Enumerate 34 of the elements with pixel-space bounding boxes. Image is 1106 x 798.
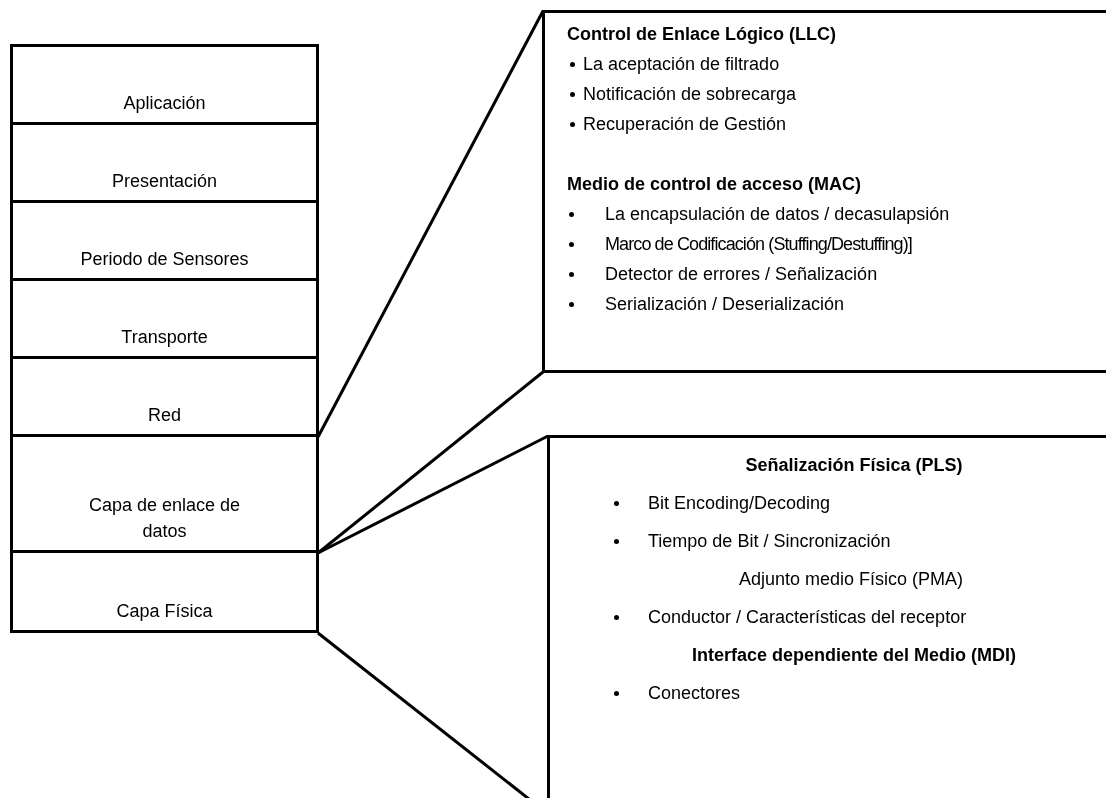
layer-label: Red: [148, 404, 181, 427]
section-heading: Medio de control de acceso (MAC): [567, 173, 863, 196]
layer-box: [10, 359, 319, 437]
list-item: Bit Encoding/Decoding: [648, 492, 832, 514]
section-heading: Señalización Física (PLS): [744, 454, 964, 477]
layer-box: [10, 203, 319, 281]
layer-label: Aplicación: [123, 92, 206, 115]
sublayer-heading: Adjunto medio Físico (PMA): [738, 568, 965, 591]
layer-label: Capa Física: [116, 600, 213, 623]
layer-label: Presentación: [111, 170, 218, 193]
connector-line: [317, 434, 549, 555]
layer-box: [10, 125, 319, 203]
section-heading: Control de Enlace Lógico (LLC): [567, 23, 837, 46]
list-item: La aceptación de filtrado: [583, 53, 781, 76]
list-item: Notificación de sobrecarga: [583, 83, 798, 106]
list-item: Recuperación de Gestión: [583, 113, 788, 136]
layer-label: Periodo de Sensores: [80, 248, 249, 271]
layer-label: Transporte: [121, 326, 208, 349]
list-item: La encapsulación de datos / decasulapsión: [605, 203, 951, 226]
list-item: Detector de errores / Señalización: [605, 263, 879, 286]
layer-box: [10, 553, 319, 633]
list-item: Serialización / Deserialización: [605, 293, 846, 316]
list-item: Conductor / Características del receptor: [648, 606, 968, 628]
detail-box: [547, 435, 1106, 798]
detail-box: [542, 10, 1106, 373]
layer-box: [10, 44, 319, 125]
layer-box: [10, 281, 319, 359]
list-item: Conectores: [648, 682, 742, 704]
layer-box: [10, 437, 319, 553]
list-item: Marco de Codificación (Stuffing/Destuffing)]: [605, 233, 913, 256]
list-item: Tiempo de Bit / Sincronización: [648, 530, 892, 552]
section-heading: Interface dependiente del Medio (MDI): [690, 644, 1017, 667]
connector-line: [316, 10, 545, 438]
layer-label: Capa de enlace de datos: [87, 494, 242, 543]
